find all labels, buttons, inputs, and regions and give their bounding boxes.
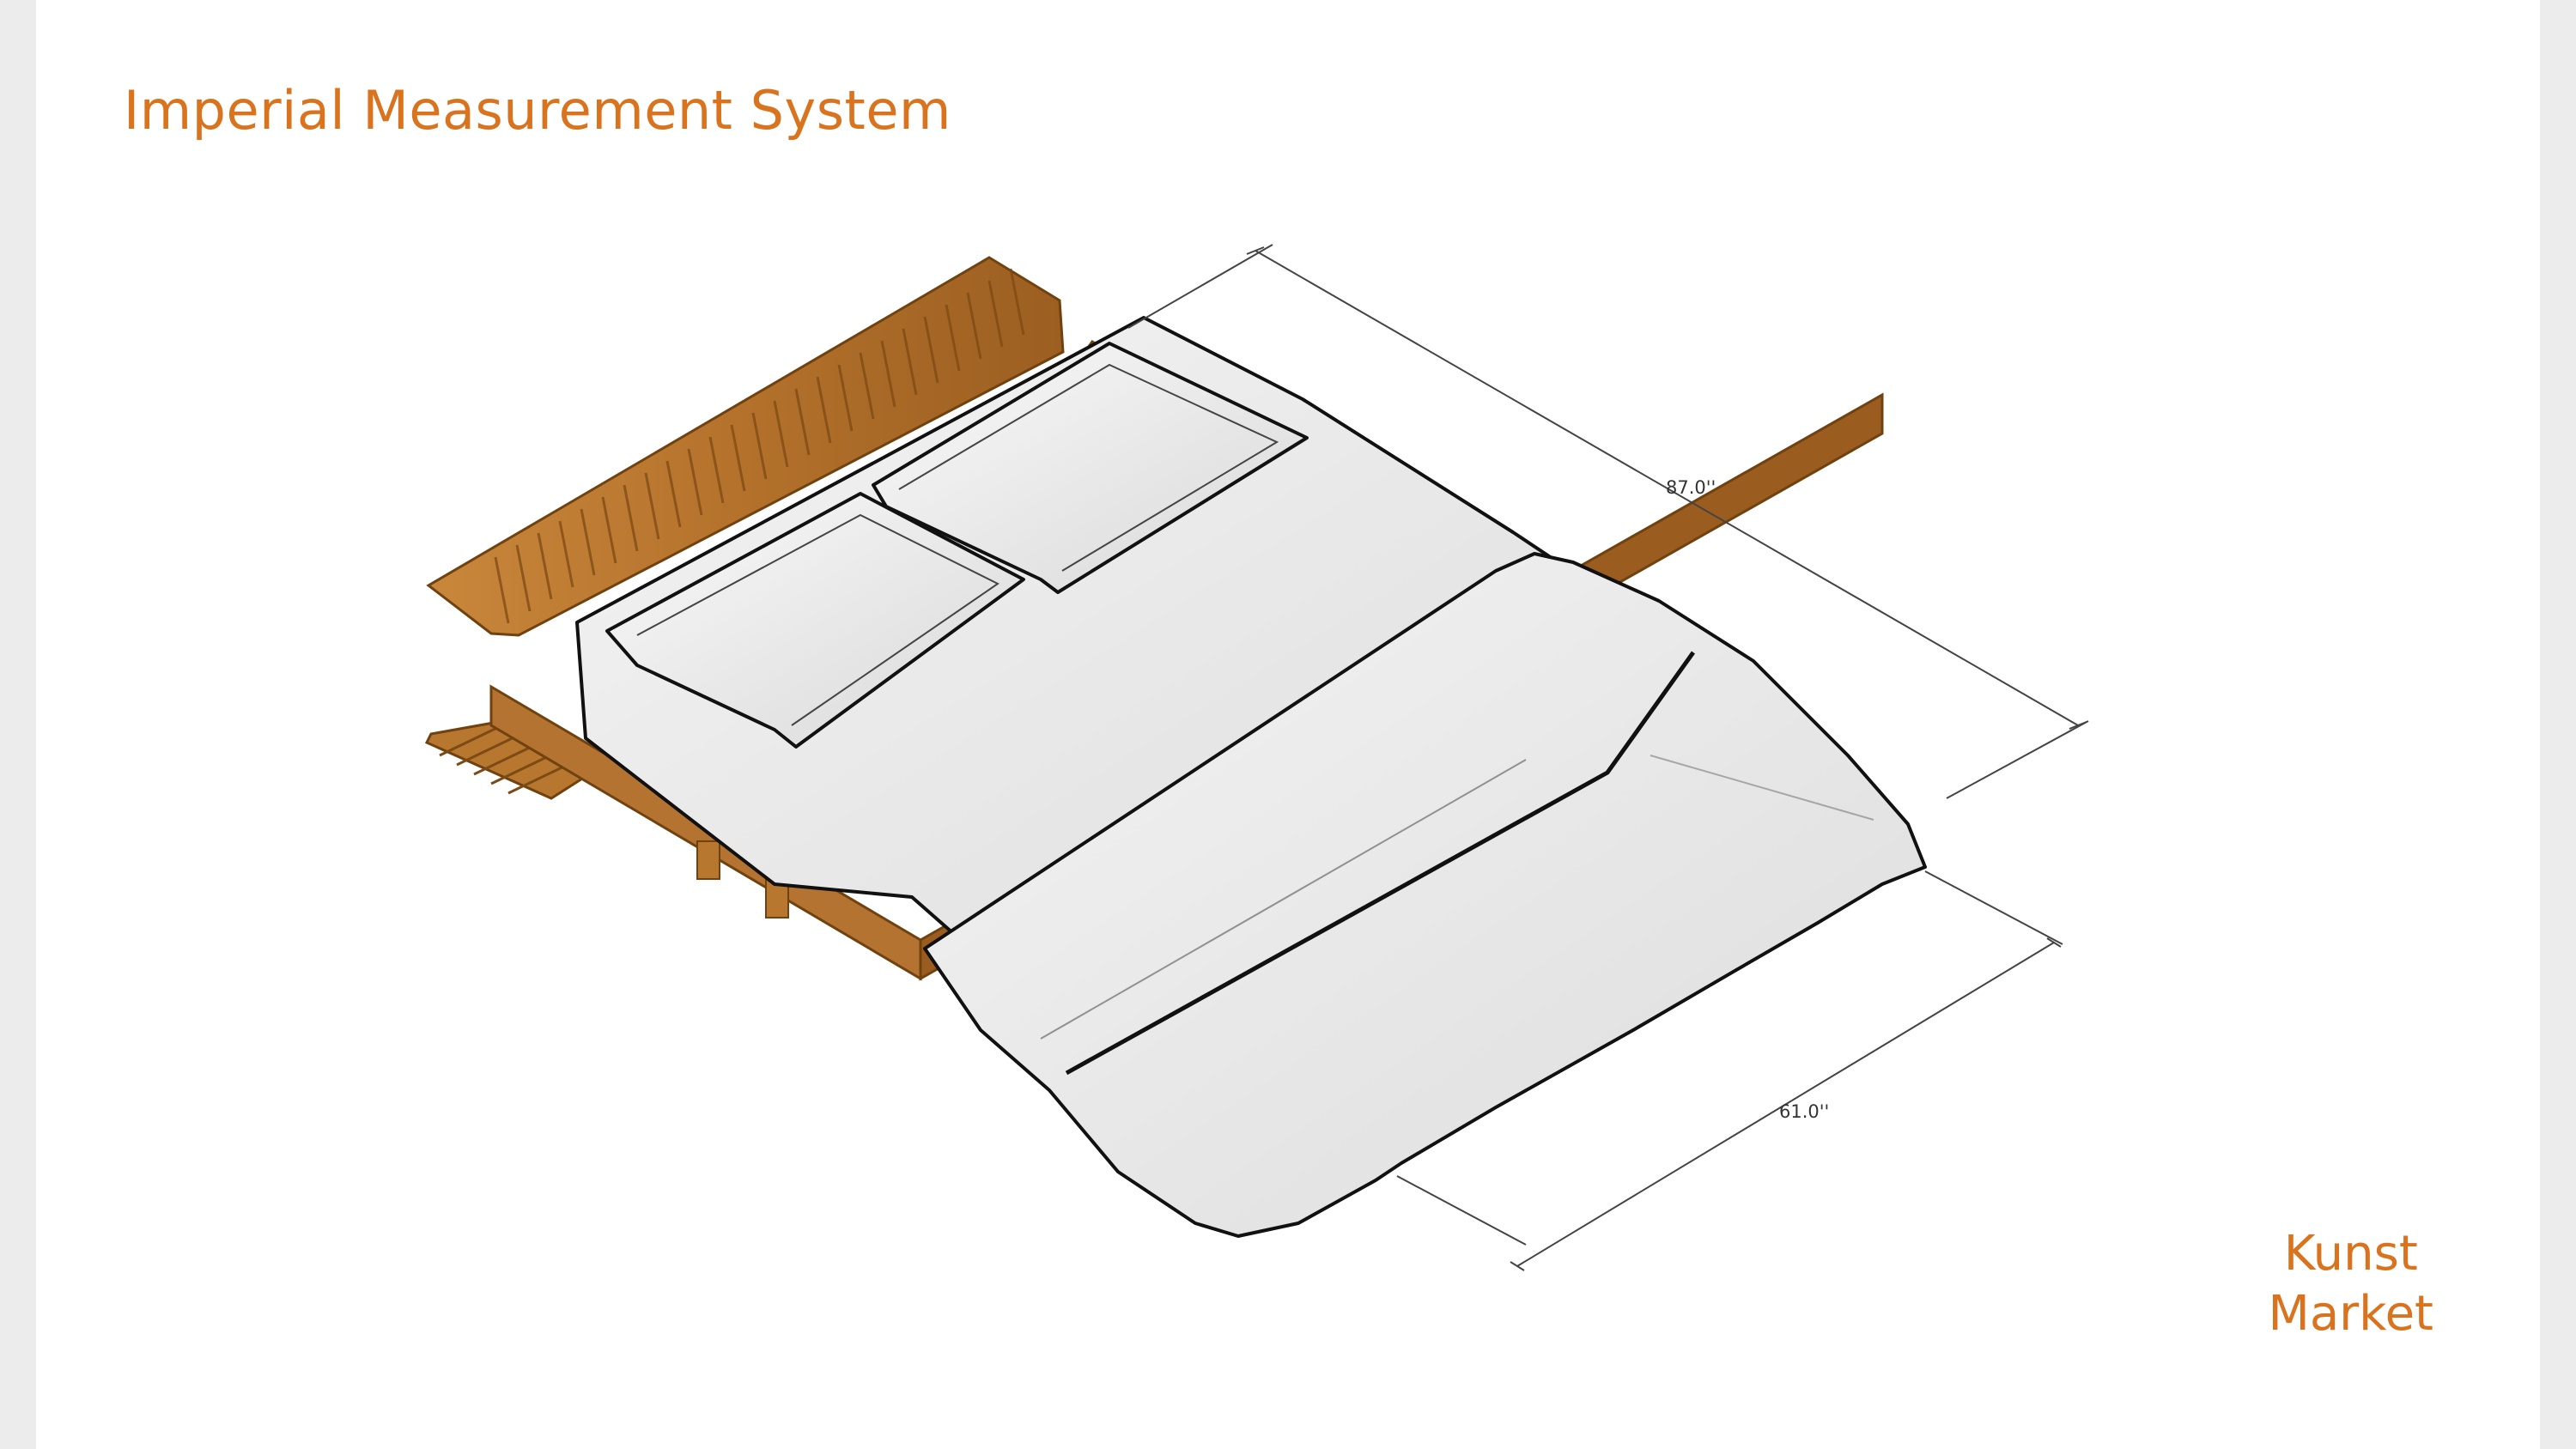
page-title: Imperial Measurement System [124,79,951,142]
brand-logo: Kunst Market [2269,1224,2434,1344]
bed-illustration: 87.0'' 61.0'' [424,244,2089,1271]
dimension-width [1396,870,2063,1271]
duvet [923,552,1927,1238]
brand-line-2: Market [2268,1286,2434,1342]
brand-line-1: Kunst [2283,1226,2418,1282]
headboard [426,256,1065,637]
dimension-length [1127,244,2089,799]
drawing-canvas: Imperial Measurement System [36,0,2540,1449]
dimension-width-label: 61.0'' [1779,1101,1829,1122]
pillow-right [872,342,1309,594]
dimension-length-label: 87.0'' [1666,477,1716,498]
pillow-left [605,492,1025,749]
